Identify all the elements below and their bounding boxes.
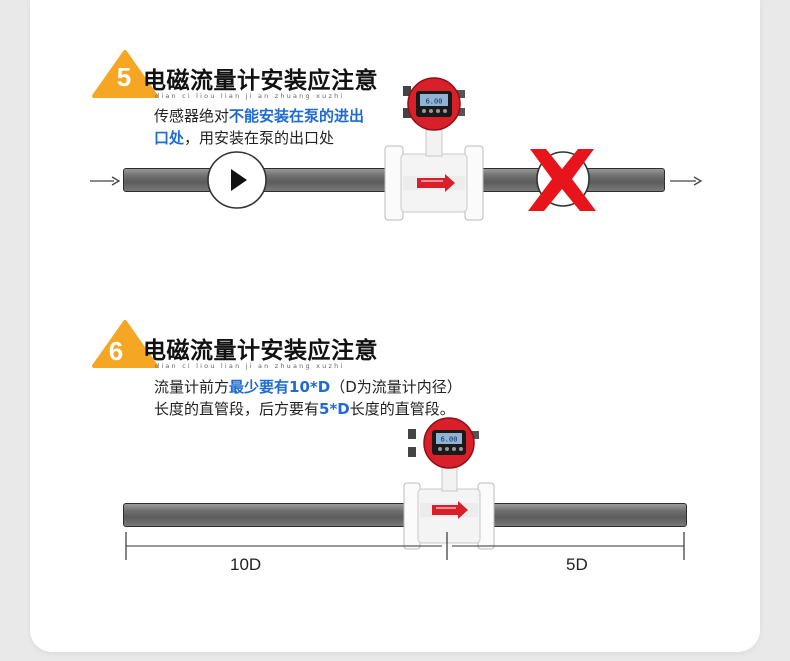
forbidden-cross-icon [528,149,596,211]
upstream-length-label: 10D [230,555,262,574]
warning-badge-5 [92,50,158,98]
desc6-highlight-1: 最少要有10*D [229,378,331,396]
flowmeter-5: 6.00 [384,77,484,221]
section6-title: 电磁流量计安装应注意 [143,338,378,364]
desc6-paren: （D为流量计内径） [330,378,462,396]
desc5-highlight-2: 口处 [154,129,185,147]
meter-display-6: 6.00 [441,436,458,444]
desc6-highlight-2: 5*D [319,400,350,418]
meter-display-5: 6.00 [426,98,443,106]
section5-title: 电磁流量计安装应注意 [143,68,378,94]
section-number-5: 5 [116,62,132,92]
desc6-text-1: 流量计前方 [154,378,230,396]
flowmeter-6: 6.00 [403,417,495,550]
warning-badge-6 [92,320,158,368]
section-number-6: 6 [108,336,124,366]
desc5-text-1: 传感器绝对 [154,107,230,125]
section5-pinyin: dian ci liou lian ji an zhuang xuzhi [155,92,345,100]
dimension-lines [125,532,685,560]
outlet-arrow-icon [670,176,703,186]
desc6-text-2: 长度的直管段，后方要有 [154,400,320,418]
content-card [30,0,760,652]
downstream-length-label: 5D [566,555,588,574]
section5-description: 传感器绝对不能安装在泵的进出 口处，用安装在泵的出口处 [154,105,364,149]
section6-description: 流量计前方最少要有10*D（D为流量计内径） 长度的直管段，后方要有5*D长度的… [154,376,462,420]
pump-icon [207,151,267,209]
desc6-text-3: 长度的直管段。 [349,400,455,418]
section6-pinyin: dian ci liou lian ji an zhuang xuzhi [155,362,345,370]
desc5-highlight-1: 不能安装在泵的进出 [229,107,365,125]
inlet-arrow-icon [90,176,121,186]
desc5-text-2: ，用安装在泵的出口处 [184,129,335,147]
